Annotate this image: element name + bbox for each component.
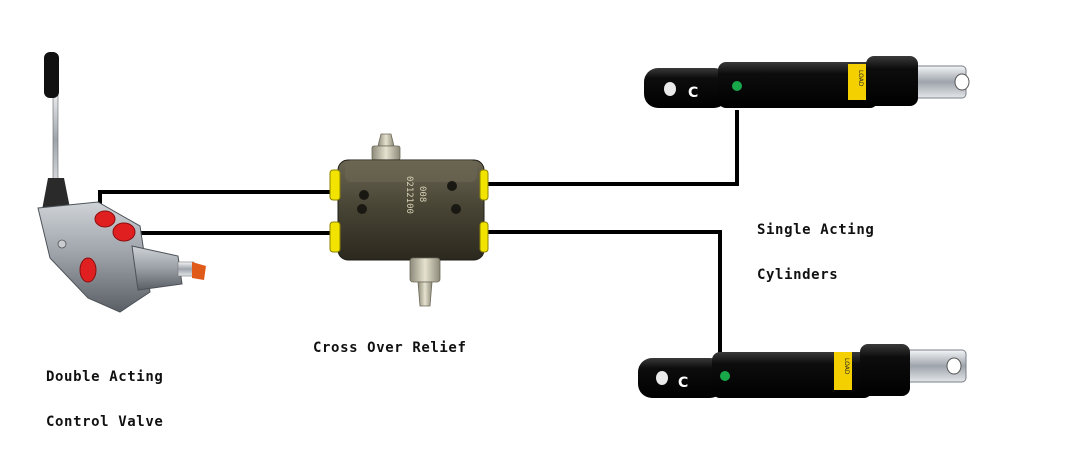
cylinder-top-port-dot (732, 81, 742, 91)
relief-stamp-line1: 0212100 (404, 176, 414, 214)
cross-over-relief-valve: 0212100 008 (329, 133, 489, 307)
control-valve-label-line1: Double Acting (46, 369, 164, 385)
relief-stamp-line2: 008 (417, 186, 427, 202)
cylinders-label-line2: Cylinders (757, 267, 839, 283)
relief-face-hole-left (359, 190, 369, 200)
relief-face-hole-right-lower (451, 204, 461, 214)
cylinder-bottom-base (638, 358, 724, 398)
hose-relief-to-cylinder-bottom (483, 230, 722, 358)
relief-top-fitting-tip (377, 133, 395, 147)
control-valve-label: Double Acting Control Valve (46, 340, 163, 460)
cylinder-bottom-rod-eye (946, 357, 962, 375)
cylinder-top-barrel (718, 62, 878, 108)
valve-handle-grip (44, 52, 59, 98)
cylinders-label-line1: Single Acting (757, 222, 875, 238)
cylinder-top-decal (848, 64, 866, 100)
valve-spool-housing (131, 245, 183, 291)
cylinder-bottom-base-eye (656, 371, 668, 385)
cylinder-bottom: LOAD C (638, 344, 967, 398)
relief-port-left-top (329, 169, 341, 201)
relief-body-top-face (345, 160, 477, 182)
hose-valve-to-relief-top (98, 190, 336, 215)
valve-bolt (57, 239, 67, 249)
cylinder-top: LOAD C (644, 56, 970, 108)
valve-spool-tip (177, 261, 195, 277)
hose-lines (98, 110, 739, 358)
valve-port-red-side (79, 257, 97, 283)
cylinder-bottom-port-dot (720, 371, 730, 381)
control-valve (37, 52, 206, 313)
relief-port-right-top (479, 169, 489, 201)
cylinder-top-c-mark: C (688, 85, 698, 101)
cylinder-top-base-eye (664, 82, 676, 96)
cylinders-label: Single Acting Cylinders (757, 193, 874, 313)
cylinder-bottom-gland (860, 344, 910, 396)
valve-port-red-top (94, 210, 116, 228)
relief-port-right-bottom (479, 221, 489, 253)
cylinder-top-decal-text: LOAD (857, 70, 864, 87)
cylinder-top-rod-eye (954, 73, 970, 91)
cylinder-bottom-c-mark: C (678, 375, 688, 391)
cylinder-top-base (644, 68, 728, 108)
valve-spool-cap (192, 262, 206, 280)
valve-lever-boot (42, 178, 70, 210)
hose-relief-to-cylinder-top (483, 110, 739, 186)
relief-port-left-bottom (329, 221, 341, 253)
cylinder-bottom-barrel (712, 352, 872, 398)
control-valve-label-line2: Control Valve (46, 414, 164, 430)
relief-top-fitting-nut (371, 145, 401, 161)
cylinder-top-gland (866, 56, 918, 106)
valve-port-red-middle (112, 222, 136, 242)
relief-face-hole-left-lower (357, 204, 367, 214)
relief-bottom-fitting-tip (417, 281, 433, 307)
valve-lever-rod (52, 87, 59, 193)
cylinder-bottom-decal (834, 352, 852, 390)
cross-over-relief-label: Cross Over Relief (313, 340, 467, 356)
relief-face-hole-right (447, 181, 457, 191)
relief-bottom-fitting-nut (409, 257, 441, 283)
cylinder-bottom-decal-text: LOAD (843, 358, 850, 375)
